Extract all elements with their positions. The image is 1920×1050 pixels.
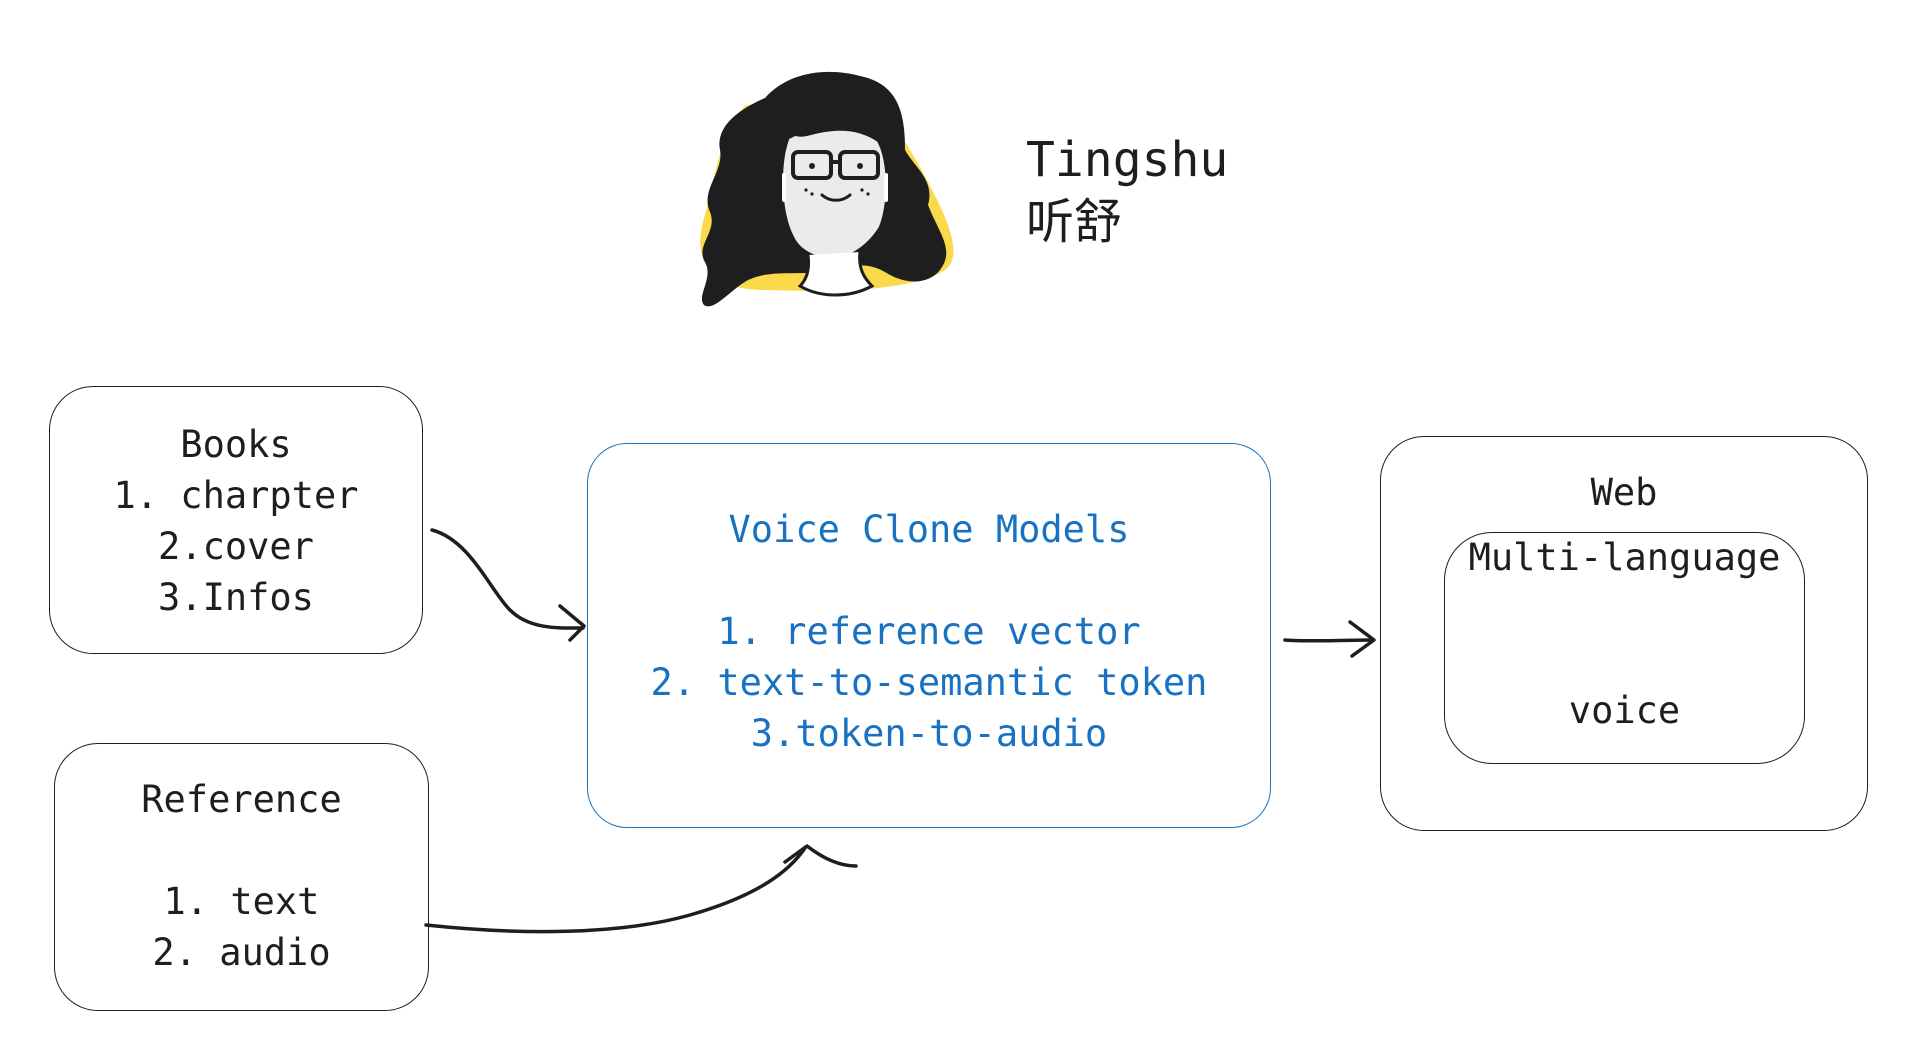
voice-clone-models-box: Voice Clone Models ​ 1. reference vector… (587, 443, 1271, 828)
models-item-token-to-audio: 3.token-to-audio (750, 712, 1108, 755)
reference-box: Reference ​ 1. text 2. audio (54, 743, 429, 1011)
models-title: Voice Clone Models (728, 508, 1130, 551)
books-item-infos: 3.Infos (158, 576, 314, 619)
arrow-reference-to-models (424, 846, 807, 934)
models-item-text-to-semantic: 2. text-to-semantic token (650, 661, 1208, 704)
books-title: Books (180, 423, 292, 466)
books-box: Books 1. charpter 2.cover 3.Infos (49, 386, 423, 654)
arrow-books-to-models (430, 528, 585, 630)
web-box: Web (1380, 436, 1868, 831)
reference-item-text: 1. text (163, 880, 320, 923)
models-item-reference-vector: 1. reference vector (717, 610, 1141, 653)
arrow-models-to-web (1283, 638, 1374, 643)
books-item-chapter: 1. charpter (113, 474, 359, 517)
inner-line-2: voice (1568, 689, 1681, 732)
books-item-cover: 2.cover (158, 525, 314, 568)
arrow-models-to-web-head (1348, 620, 1376, 658)
app-subtitle: 听舒 (1026, 194, 1123, 250)
multi-language-voice-box: Multi-language voice (1444, 532, 1805, 764)
arrow-reference-to-models-head (783, 844, 858, 868)
inner-line-1: Multi-language (1468, 536, 1781, 579)
web-title: Web (1590, 471, 1658, 514)
app-title: Tingshu (1026, 132, 1229, 188)
arrow-books-to-models-head (558, 604, 586, 642)
reference-title: Reference (141, 778, 342, 821)
reference-item-audio: 2. audio (152, 931, 331, 974)
